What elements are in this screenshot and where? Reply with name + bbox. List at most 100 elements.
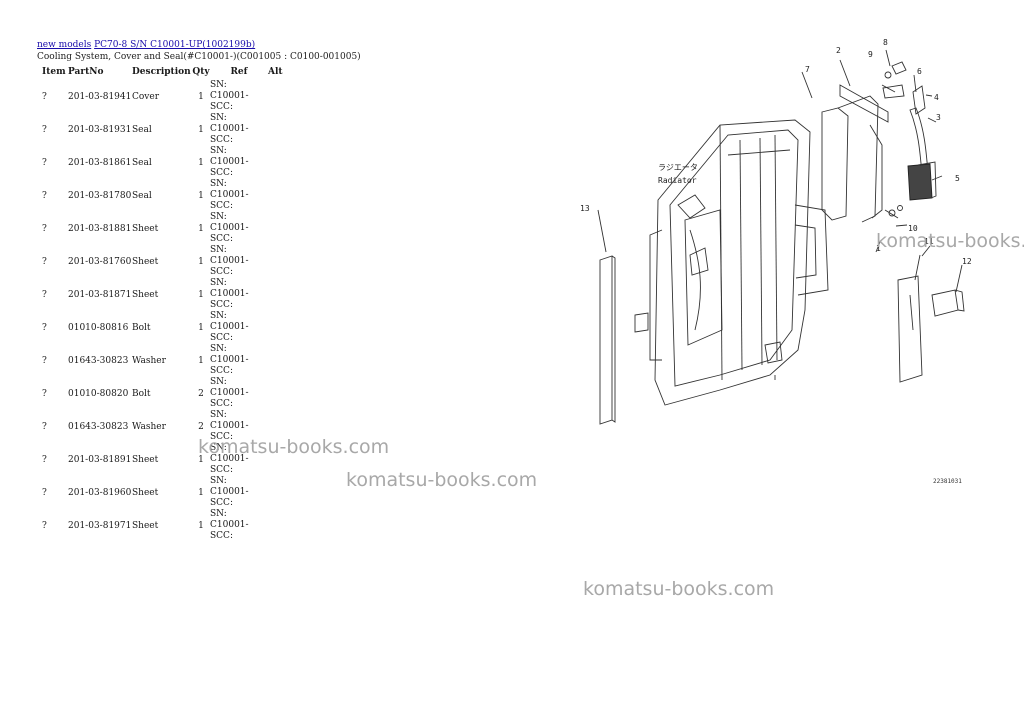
cell-item: ?	[42, 454, 47, 465]
cell-partno: 201-03-81871	[68, 289, 132, 300]
cell-partno: 01643-30823	[68, 355, 129, 366]
cell-item: ?	[42, 421, 47, 432]
callout-7: 7	[805, 65, 810, 74]
cell-partno: 01643-30823	[68, 421, 129, 432]
cell-partno: 201-03-81941	[68, 91, 132, 102]
cell-partno: 201-03-81971	[68, 520, 132, 531]
cell-ref: SN: C10001-SCC:	[210, 80, 249, 112]
cell-qty: 1	[198, 322, 204, 333]
breadcrumb-model-link[interactable]: PC70-8 S/N C10001-UP(1002199b)	[94, 40, 256, 50]
cell-description: Seal	[132, 124, 152, 135]
cell-qty: 1	[198, 223, 204, 234]
callout-11: 11	[924, 237, 934, 246]
cell-description: Bolt	[132, 388, 151, 399]
page-subtitle: Cooling System, Cover and Seal(#C10001-)…	[37, 52, 361, 62]
cell-qty: 2	[198, 421, 204, 432]
table-header-row: Item PartNo Description Qty Ref Alt	[37, 64, 288, 80]
cell-partno: 01010-80816	[68, 322, 129, 333]
cell-qty: 1	[198, 157, 204, 168]
cell-qty: 1	[198, 91, 204, 102]
cell-qty: 1	[198, 256, 204, 267]
callout-8: 8	[883, 38, 888, 47]
watermark: komatsu-books.com	[583, 578, 775, 600]
cell-item: ?	[42, 157, 47, 168]
cell-alt	[268, 113, 288, 146]
watermark: komatsu-books.com	[198, 436, 390, 458]
cell-partno: 201-03-81960	[68, 487, 132, 498]
callout-3: 3	[936, 113, 941, 122]
cell-item: ?	[42, 520, 47, 531]
cell-ref: SN: C10001-SCC:	[210, 344, 249, 376]
cell-alt	[268, 311, 288, 344]
cell-item: ?	[42, 190, 47, 201]
callout-5: 5	[955, 174, 960, 183]
cell-item: ?	[42, 124, 47, 135]
cell-partno: 201-03-81931	[68, 124, 132, 135]
cell-item: ?	[42, 91, 47, 102]
header-partno: PartNo	[68, 67, 104, 77]
cell-ref: SN: C10001-SCC:	[210, 245, 249, 277]
callout-12: 12	[962, 257, 972, 266]
cell-ref: SN: C10001-SCC:	[210, 179, 249, 211]
cell-description: Washer	[132, 421, 166, 432]
cell-description: Seal	[132, 157, 152, 168]
exploded-parts-drawing: ラジエータ Radiator 2 9 8 7 6 4 3 5 13 10 1 1…	[580, 38, 972, 425]
cell-item: ?	[42, 355, 47, 366]
cell-ref: SN: C10001-SCC:	[210, 476, 249, 508]
cell-qty: 1	[198, 124, 204, 135]
cell-ref: SN: C10001-SCC:	[210, 509, 249, 541]
header-alt: Alt	[268, 67, 283, 77]
cell-qty: 2	[198, 388, 204, 399]
cell-qty: 1	[198, 190, 204, 201]
cell-qty: 1	[198, 520, 204, 531]
cell-ref: SN: C10001-SCC:	[210, 212, 249, 244]
cell-ref: SN: C10001-SCC:	[210, 443, 249, 475]
figure-code: 22381031	[933, 478, 962, 485]
cell-alt	[268, 212, 288, 245]
cell-description: Sheet	[132, 223, 159, 234]
callout-13: 13	[580, 204, 590, 213]
parts-table: Item PartNo Description Qty Ref Alt ?201…	[37, 64, 288, 542]
cell-alt	[268, 509, 288, 542]
header-description: Description	[132, 67, 191, 77]
cell-description: Sheet	[132, 487, 159, 498]
cell-alt	[268, 146, 288, 179]
cell-partno: 201-03-81780	[68, 190, 132, 201]
cell-alt	[268, 245, 288, 278]
cell-description: Sheet	[132, 454, 159, 465]
cell-qty: 1	[198, 289, 204, 300]
cell-alt	[268, 377, 288, 410]
watermark: komatsu-books.com	[346, 469, 538, 491]
radiator-label-en: Radiator	[658, 176, 697, 185]
breadcrumb-new-models-link[interactable]: new models	[37, 40, 92, 50]
cell-alt	[268, 278, 288, 311]
cell-qty: 1	[198, 454, 204, 465]
cell-description: Cover	[132, 91, 160, 102]
cell-ref: SN: C10001-SCC:	[210, 278, 249, 310]
cell-partno: 201-03-81861	[68, 157, 132, 168]
cell-description: Washer	[132, 355, 166, 366]
cell-description: Sheet	[132, 256, 159, 267]
cell-alt	[268, 476, 288, 509]
callout-6: 6	[917, 67, 922, 76]
cell-ref: SN: C10001-SCC:	[210, 377, 249, 409]
cell-item: ?	[42, 388, 47, 399]
cell-ref: SN: C10001-SCC:	[210, 410, 249, 442]
cell-ref: SN: C10001-SCC:	[210, 113, 249, 145]
cell-ref: SN: C10001-SCC:	[210, 146, 249, 178]
radiator-label-jp: ラジエータ	[658, 163, 698, 172]
cell-item: ?	[42, 322, 47, 333]
callout-1: 1	[876, 244, 881, 253]
header-ref: Ref	[230, 66, 248, 77]
cell-description: Seal	[132, 190, 152, 201]
